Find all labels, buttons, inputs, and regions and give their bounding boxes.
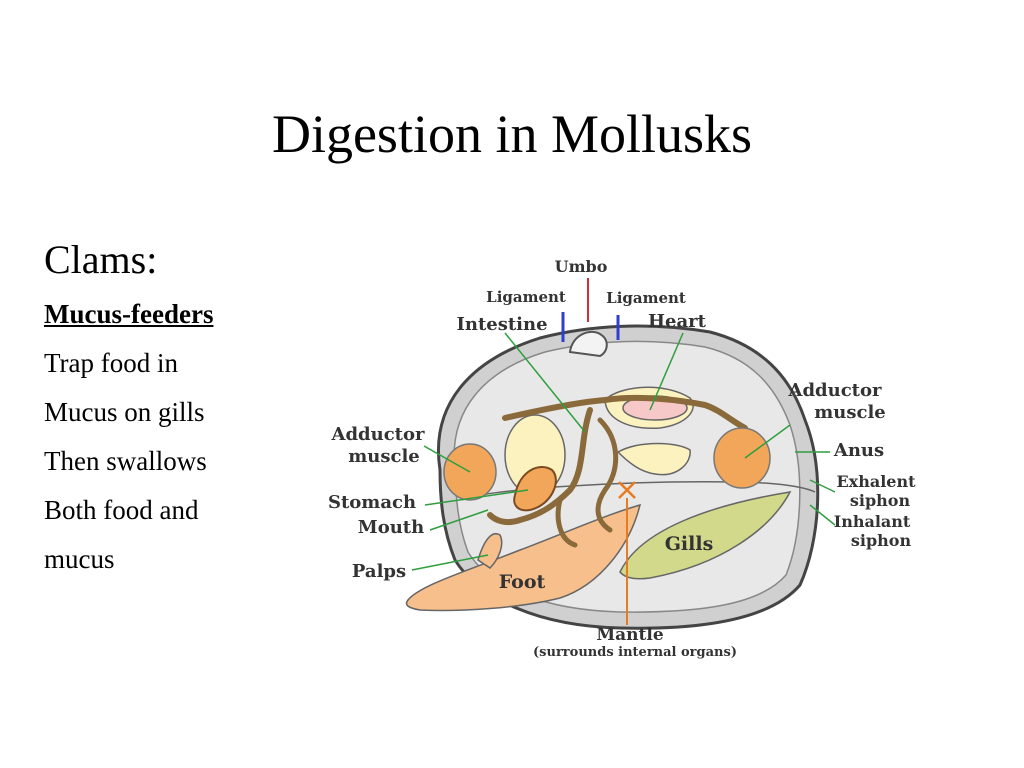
palps-organ — [477, 533, 503, 569]
label-exhalent-1: Exhalent — [836, 472, 916, 491]
label-gills: Gills — [665, 533, 714, 555]
label-anus: Anus — [833, 440, 884, 461]
label-adductor-left-2: muscle — [348, 446, 420, 467]
leader-lines — [411, 332, 836, 571]
text-line-3: Mucus on gills — [44, 397, 205, 427]
label-adductor-right-1: Adductor — [788, 380, 883, 401]
label-stomach: Stomach — [328, 492, 416, 513]
stomach-organ — [513, 466, 557, 512]
label-inhalant-1: Inhalant — [834, 512, 911, 531]
label-palps: Palps — [352, 561, 406, 582]
label-foot: Foot — [499, 571, 546, 593]
text-line-2: Trap food in — [44, 348, 179, 378]
label-adductor-left-1: Adductor — [331, 424, 426, 445]
text-block: Clams: Mucus-feeders Trap food in Mucus … — [44, 236, 314, 584]
label-umbo: Umbo — [555, 257, 608, 276]
intestine-tube — [487, 394, 748, 526]
mantle-marker-x — [618, 481, 636, 499]
label-exhalent-2: siphon — [850, 491, 911, 510]
text-line-4: Then swallows — [44, 446, 207, 476]
text-line-6: mucus — [44, 544, 115, 574]
label-mouth: Mouth — [358, 517, 424, 538]
intestine-loop — [555, 417, 619, 548]
label-ligament-left: Ligament — [486, 288, 566, 306]
label-inhalant-2: siphon — [851, 531, 912, 550]
label-ligament-right: Ligament — [606, 289, 686, 307]
mantle-boundary — [461, 481, 816, 501]
label-mantle-note: (surrounds internal organs) — [533, 645, 737, 660]
cream-organ-lower — [616, 442, 691, 476]
label-heart: Heart — [648, 311, 707, 332]
label-mantle: Mantle — [596, 625, 664, 645]
clam-anatomy-diagram: Umbo Ligament Ligament Intestine Heart A… — [328, 257, 916, 660]
gills-organ — [619, 491, 792, 580]
label-intestine: Intestine — [456, 314, 547, 335]
adductor-muscle-right — [713, 427, 771, 489]
slide-title: Digestion in Mollusks — [271, 104, 753, 164]
text-line-5: Both food and — [44, 495, 199, 525]
clams-heading: Clams: — [44, 237, 158, 282]
label-adductor-right-2: muscle — [814, 402, 886, 423]
umbo-hinge — [568, 330, 608, 358]
text-line-mucus-feeders: Mucus-feeders — [44, 299, 214, 329]
